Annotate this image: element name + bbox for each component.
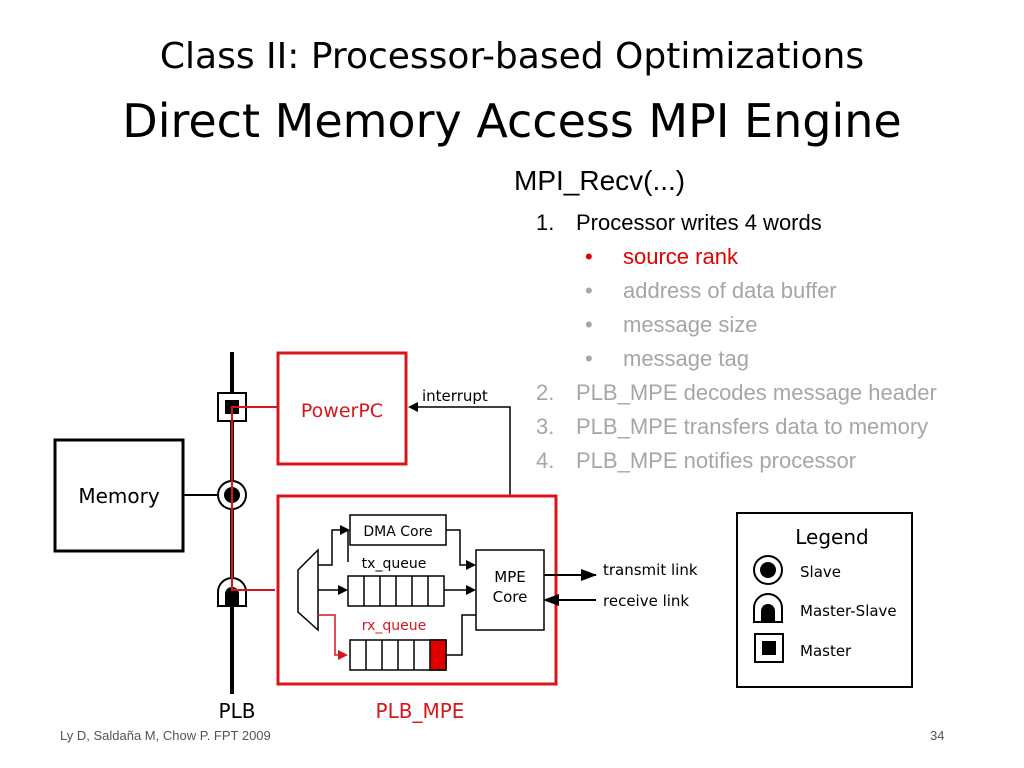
mpe-core-label-line1: MPE — [494, 568, 525, 586]
legend-box — [736, 512, 913, 688]
substep-1: • source rank — [585, 244, 738, 270]
legend-slave-label: Slave — [800, 563, 841, 581]
substep-2: • address of data buffer — [585, 278, 837, 304]
step-number: 4. — [536, 448, 555, 473]
red-data-path — [231, 406, 278, 591]
substep-3: • message size — [585, 312, 758, 338]
bullet: • — [585, 244, 593, 269]
dma-core-block — [349, 514, 447, 546]
legend-master-slave-label: Master-Slave — [800, 602, 897, 620]
rx-queue — [349, 639, 447, 671]
powerpc-label: PowerPC — [301, 400, 383, 422]
step-2: 2. PLB_MPE decodes message header — [536, 380, 937, 406]
substep-text: message tag — [623, 346, 749, 371]
tx-queue — [347, 575, 445, 607]
substep-4: • message tag — [585, 346, 749, 372]
master-connector-icon — [217, 392, 247, 422]
rx-queue-filled-slot — [429, 639, 447, 671]
rx-queue-label: rx_queue — [362, 618, 427, 634]
plb-label: PLB — [219, 699, 256, 723]
slave-connector-icon — [217, 480, 247, 510]
footer-citation: Ly D, Saldaña M, Chow P. FPT 2009 — [60, 728, 271, 743]
step-4: 4. PLB_MPE notifies processor — [536, 448, 856, 474]
dma-core-label: DMA Core — [363, 524, 432, 540]
function-name: MPI_Recv(...) — [514, 165, 686, 196]
mpe-core-label-line2: Core — [493, 588, 528, 606]
legend-slave-icon — [753, 555, 783, 585]
mpe-core-block — [475, 549, 545, 631]
step-text: PLB_MPE transfers data to memory — [576, 414, 929, 439]
interrupt-label: interrupt — [422, 387, 488, 405]
step-text: PLB_MPE notifies processor — [576, 448, 857, 473]
mux-shape — [297, 548, 319, 632]
step-text: PLB_MPE decodes message header — [576, 380, 937, 405]
step-number: 1. — [536, 210, 555, 235]
page-number: 34 — [930, 728, 945, 743]
substep-text: message size — [623, 312, 758, 337]
bullet: • — [585, 312, 593, 337]
step-number: 2. — [536, 380, 555, 405]
tx-queue-label: tx_queue — [362, 556, 427, 572]
memory-label: Memory — [78, 484, 160, 508]
bullet: • — [585, 278, 593, 303]
substep-text: source rank — [623, 244, 738, 269]
receive-link-label: receive link — [603, 592, 689, 610]
substep-text: address of data buffer — [623, 278, 837, 303]
legend-master-label: Master — [800, 642, 852, 660]
legend-master-icon — [754, 633, 784, 663]
plb-mpe-label: PLB_MPE — [376, 699, 465, 723]
memory-block — [53, 438, 185, 553]
slide-title: Class II: Processor-based Optimizations — [159, 36, 865, 77]
plb-mpe-block — [276, 494, 558, 686]
step-1: 1. Processor writes 4 words — [536, 210, 822, 236]
step-number: 3. — [536, 414, 555, 439]
powerpc-block — [276, 351, 408, 466]
step-text: Processor writes 4 words — [576, 210, 822, 235]
transmit-link-label: transmit link — [603, 561, 698, 579]
legend-title: Legend — [795, 525, 868, 549]
slide-subtitle: Direct Memory Access MPI Engine — [122, 94, 902, 148]
bullet: • — [585, 346, 593, 371]
legend-master-slave-icon — [753, 593, 783, 623]
master-slave-connector-icon — [217, 577, 247, 607]
step-3: 3. PLB_MPE transfers data to memory — [536, 414, 928, 440]
